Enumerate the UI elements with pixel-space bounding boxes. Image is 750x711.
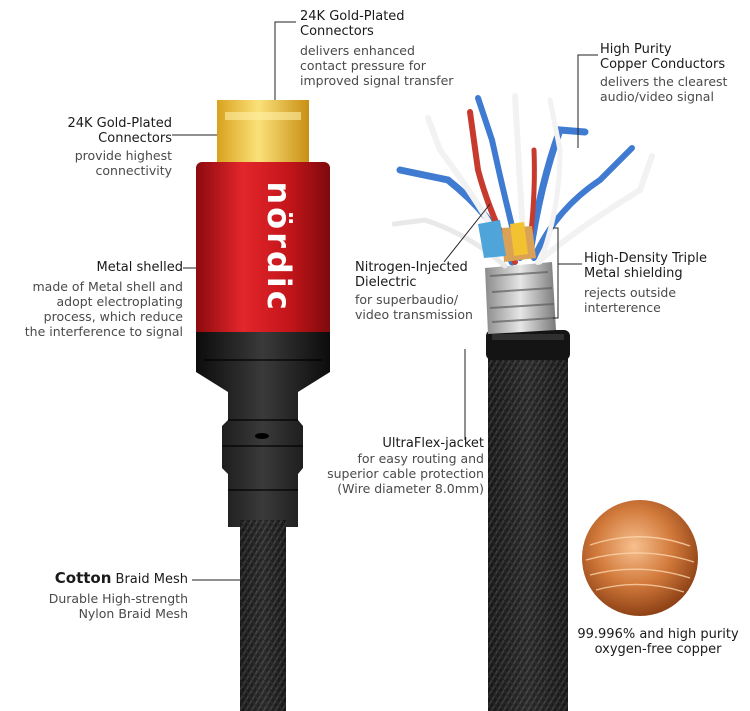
callout-desc: for superbaudio/ — [355, 292, 459, 307]
callout-dielectric: Nitrogen-Injected Dielectric for superba… — [355, 260, 490, 322]
callout-desc: Nylon Braid Mesh — [78, 606, 188, 621]
callout-title: Dielectric — [355, 275, 417, 290]
callout-desc: process, which reduce — [43, 309, 183, 324]
callout-desc: delivers the clearest — [600, 74, 728, 89]
leader-lines — [172, 21, 598, 581]
brand-logo-text: nördic — [260, 181, 298, 312]
callout-title-rest: Braid Mesh — [111, 572, 188, 587]
callout-desc: adopt electroplating — [56, 294, 184, 309]
callout-desc: for easy routing and — [357, 451, 484, 466]
callout-title: High Purity — [600, 42, 672, 57]
callout-desc: Durable High-strength — [48, 591, 188, 606]
callout-desc: delivers enhanced — [300, 43, 415, 58]
svg-text:nördic: nördic — [260, 181, 298, 312]
callout-title: High-Density Triple — [584, 251, 707, 266]
callout-title: Connectors — [300, 24, 374, 39]
callout-title-bold: Cotton — [54, 569, 112, 587]
callout-title: Copper Conductors — [600, 57, 726, 72]
callout-title: 24K Gold-Plated — [67, 116, 172, 131]
callout-title: UltraFlex-jacket — [382, 436, 484, 451]
callout-desc: audio/video signal — [600, 89, 714, 104]
callout-title: 24K Gold-Plated — [300, 9, 405, 24]
callout-left-connector: 24K Gold-Plated Connectors provide highe… — [20, 116, 172, 178]
callout-desc: rejects outside — [584, 285, 677, 300]
callout-title: Metal shelled — [96, 260, 183, 275]
callout-desc: contact pressure for — [300, 58, 426, 73]
gold-plug-tip — [217, 100, 309, 164]
callout-metal-shell: Metal shelled made of Metal shell and ad… — [0, 260, 183, 339]
callout-desc: interterence — [584, 300, 661, 315]
callout-desc: the interference to signal — [24, 324, 183, 339]
callout-title: Metal shielding — [584, 266, 683, 281]
callout-desc: made of Metal shell and — [32, 279, 183, 294]
callout-desc: improved signal transfer — [300, 73, 454, 88]
callout-copper-conductors: High Purity Copper Conductors delivers t… — [600, 42, 748, 104]
red-metal-shell — [196, 162, 330, 338]
callout-braid-mesh: Cotton Braid Mesh Durable High-strength … — [20, 569, 188, 622]
callout-desc: video transmission — [355, 307, 473, 322]
callout-title: Cotton Braid Mesh — [20, 569, 188, 588]
callout-copper-sample: 99.996% and high purity oxygen-free copp… — [570, 627, 746, 657]
triple-metal-shield — [485, 262, 556, 334]
callout-desc: superior cable protection — [327, 466, 484, 481]
callout-desc: (Wire diameter 8.0mm) — [337, 481, 484, 496]
callout-title: Connectors — [98, 131, 172, 146]
black-strain-relief — [196, 332, 330, 527]
callout-desc: 99.996% and high purity — [577, 627, 739, 642]
callout-desc: oxygen-free copper — [594, 642, 722, 657]
callout-jacket: UltraFlex-jacket for easy routing and su… — [300, 436, 484, 496]
callout-shielding: High-Density Triple Metal shielding reje… — [584, 251, 748, 315]
callout-desc: connectivity — [95, 163, 172, 178]
callout-desc: provide highest — [74, 148, 172, 163]
callout-tip-connector: 24K Gold-Plated Connectors delivers enha… — [300, 9, 490, 88]
callout-title: Nitrogen-Injected — [355, 260, 468, 275]
